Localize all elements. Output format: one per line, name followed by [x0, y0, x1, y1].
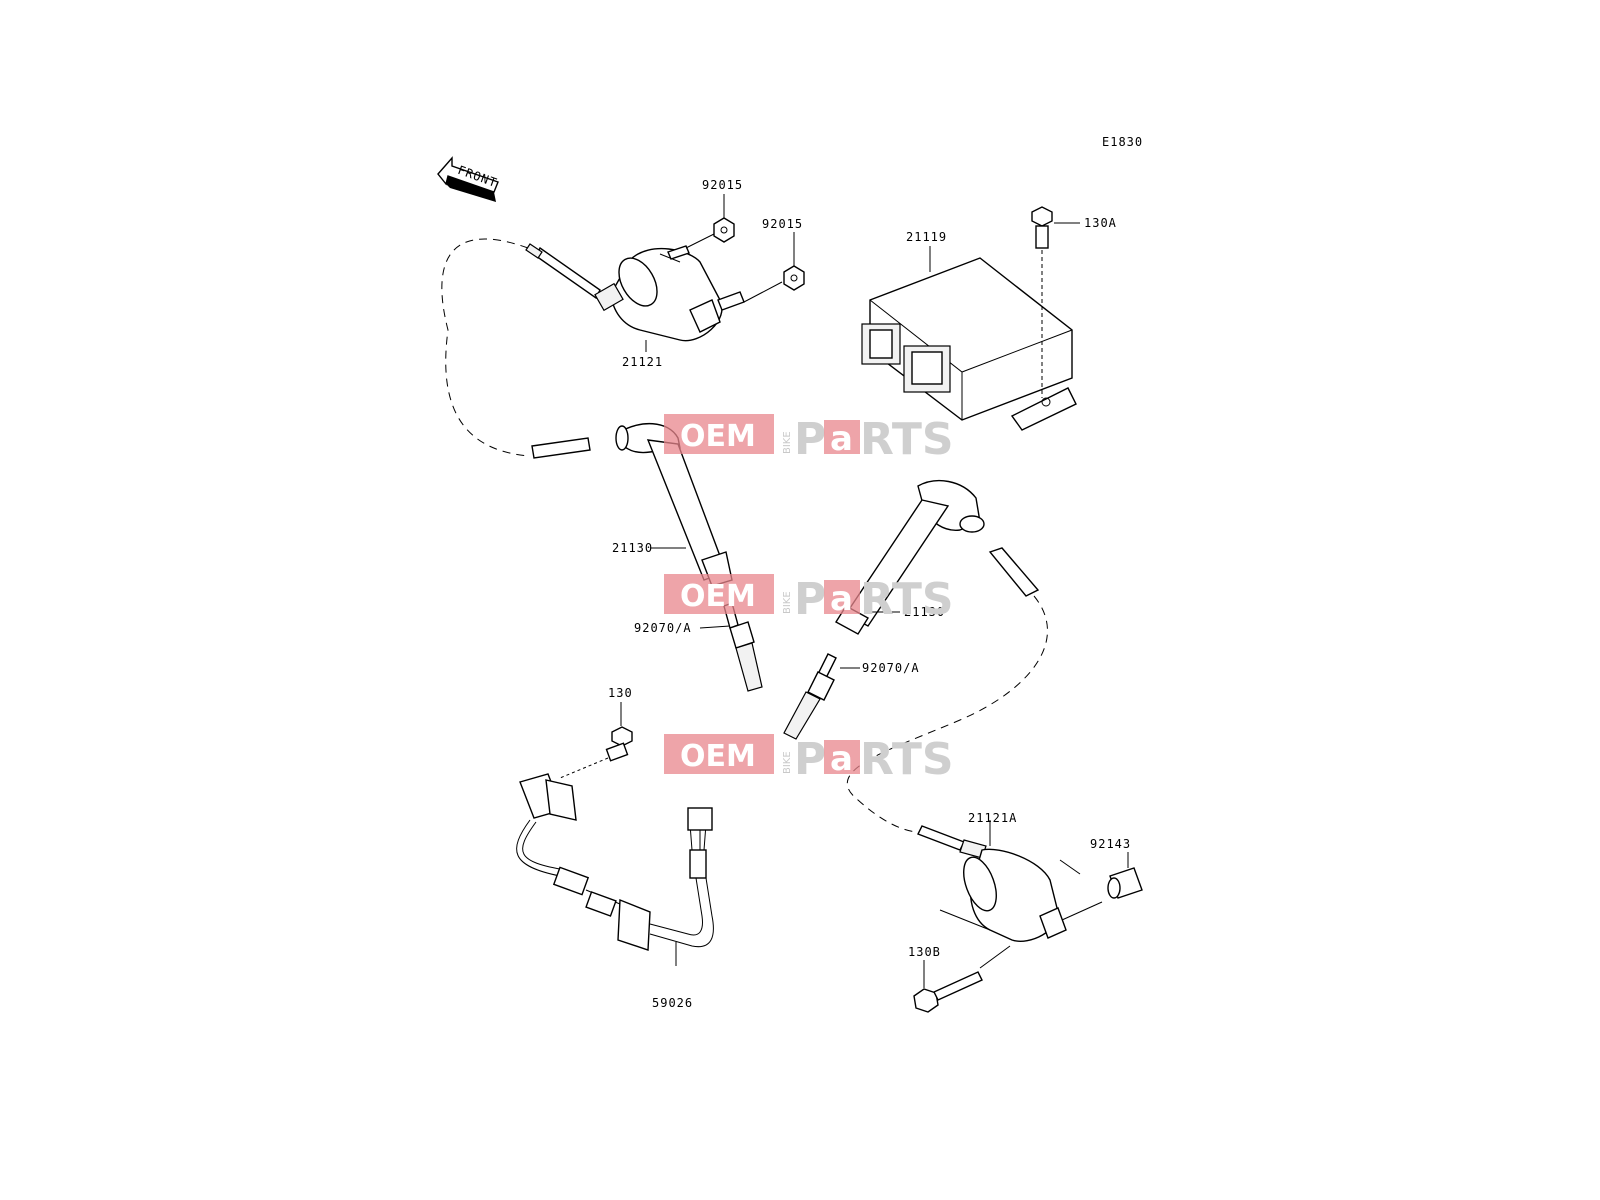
svg-text:P: P: [794, 414, 826, 465]
label-cap-nut-lower: 92015: [762, 217, 803, 231]
cap-nut-lower: [783, 232, 805, 291]
svg-text:BIKE: BIKE: [782, 431, 793, 454]
pickup-coil-assembly: [516, 773, 714, 966]
svg-text:OEM: OEM: [680, 739, 756, 774]
svg-text:OEM: OEM: [680, 579, 756, 614]
ignition-coil-front: [525, 233, 783, 352]
lead-end-left: [531, 437, 591, 459]
svg-text:a: a: [830, 739, 853, 779]
watermark-2: OEM BIKE P a RTS: [664, 574, 954, 625]
svg-text:a: a: [830, 579, 853, 619]
label-pickup-coil: 59026: [652, 996, 693, 1010]
svg-text:OEM: OEM: [680, 419, 756, 454]
label-ignition-coil-front: 21121: [622, 355, 663, 369]
label-pickup-bolt: 130: [608, 686, 633, 700]
collar: [1107, 852, 1143, 899]
cap-nut-upper: [713, 194, 735, 243]
label-plug-cap-left: 21130: [612, 541, 653, 555]
ht-lead-loop-left: [441, 238, 531, 457]
svg-text:P: P: [794, 734, 826, 785]
label-spark-plug-left: 92070/A: [634, 621, 692, 635]
igniter-bolt: [1031, 206, 1080, 398]
ht-lead-loop-right: [846, 595, 1048, 833]
svg-text:a: a: [830, 419, 853, 459]
watermark-3: OEM BIKE P a RTS: [664, 734, 954, 785]
label-igniter-bolt: 130A: [1084, 216, 1117, 230]
label-collar: 92143: [1090, 837, 1131, 851]
svg-text:P: P: [794, 574, 826, 625]
label-igniter: 21119: [906, 230, 947, 244]
svg-text:RTS: RTS: [860, 574, 954, 625]
spark-plug-left: [699, 602, 763, 692]
coil-bolt: [913, 960, 983, 1013]
svg-text:RTS: RTS: [860, 414, 954, 465]
diagram-code: E1830: [1102, 135, 1143, 149]
label-spark-plug-right: 92070/A: [862, 661, 920, 675]
label-coil-bolt: 130B: [908, 945, 941, 959]
svg-text:BIKE: BIKE: [782, 591, 793, 614]
front-arrow-icon: FRONT: [437, 156, 499, 202]
pickup-bolt: [559, 702, 633, 779]
label-ignition-coil-rear: 21121A: [968, 811, 1017, 825]
spark-plug-right: [783, 653, 860, 740]
label-plug-cap-right: 21130: [904, 605, 945, 619]
igniter-unit: [861, 246, 1077, 431]
svg-text:BIKE: BIKE: [782, 751, 793, 774]
ignition-coil-rear: [917, 820, 1103, 969]
label-cap-nut-upper: 92015: [702, 178, 743, 192]
watermark-1: OEM BIKE P a RTS: [664, 414, 954, 465]
svg-text:RTS: RTS: [860, 734, 954, 785]
lead-end-right: [988, 547, 1040, 597]
